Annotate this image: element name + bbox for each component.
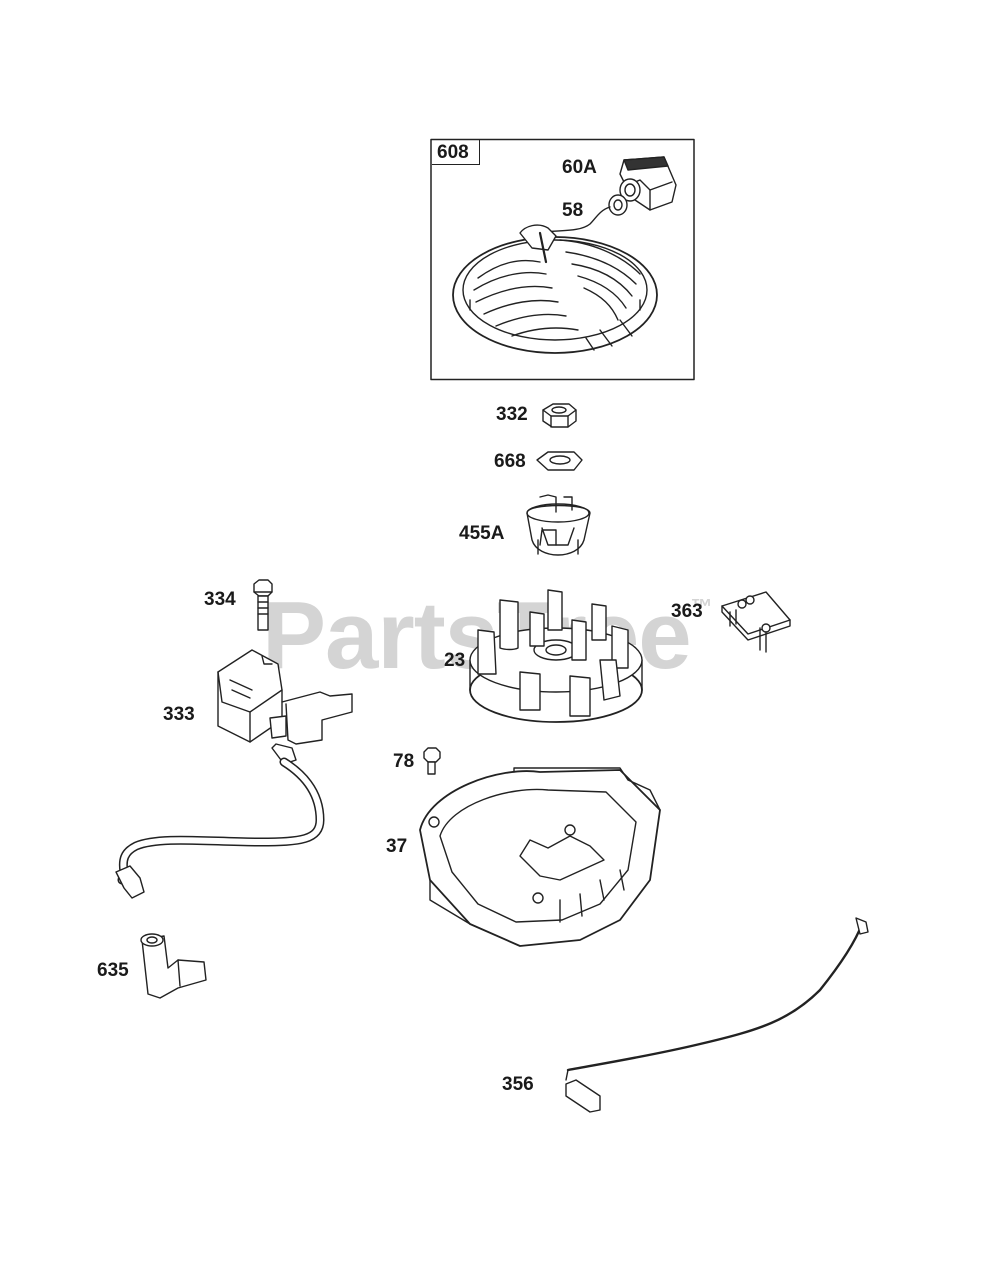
callout-58: 58 (562, 200, 584, 221)
callout-332: 332 (496, 404, 528, 425)
part-rewind-starter (452, 224, 658, 354)
callout-363: 363 (671, 601, 703, 622)
kit-608-box (430, 138, 695, 381)
part-332-nut (542, 403, 577, 428)
callout-334: 334 (204, 589, 236, 610)
part-23-flywheel (469, 589, 643, 723)
callout-635: 635 (97, 960, 129, 981)
callout-455a: 455A (459, 523, 505, 544)
callout-60a: 60A (562, 157, 597, 178)
part-333-ignition-coil (115, 649, 353, 899)
callout-23: 23 (444, 650, 466, 671)
part-356-ground-wire (565, 917, 869, 1113)
part-668-washer (536, 451, 583, 471)
part-78-screw (423, 747, 441, 775)
part-363-bracket (721, 591, 791, 653)
part-334-bolt (253, 579, 273, 631)
part-58-rope (544, 194, 628, 233)
callout-356: 356 (502, 1074, 534, 1095)
callout-37: 37 (386, 836, 408, 857)
part-455a-cup (526, 494, 591, 556)
callout-78: 78 (393, 751, 415, 772)
kit-608-label: 608 (432, 140, 480, 165)
callout-333: 333 (163, 704, 195, 725)
part-635-spark-plug-boot (140, 933, 207, 999)
part-60a-starter-handle (619, 156, 677, 211)
callout-668: 668 (494, 451, 526, 472)
part-37-blower-housing (419, 767, 661, 947)
